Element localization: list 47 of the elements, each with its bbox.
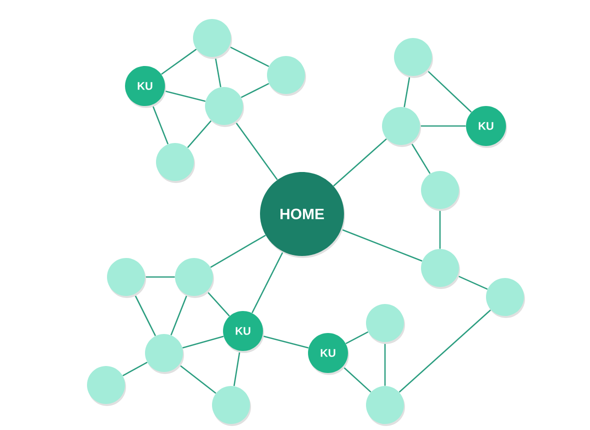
connector-line (178, 364, 216, 394)
connector-line (152, 104, 169, 144)
connector-line (187, 120, 212, 148)
connector-line (182, 336, 224, 348)
node-circle (193, 19, 231, 57)
node-circle (156, 143, 194, 181)
node-circle (87, 366, 125, 404)
node-circle (107, 258, 145, 296)
connector-line (439, 209, 441, 249)
connector-line (228, 46, 270, 67)
node-circle (421, 171, 459, 209)
connector-line (234, 121, 278, 180)
connector-line (426, 70, 472, 113)
connector-line (333, 138, 388, 186)
connector-line (233, 350, 240, 386)
node-circle (394, 38, 432, 76)
connector-line (134, 294, 156, 336)
node-circle (267, 56, 305, 94)
connector-line (398, 309, 492, 393)
connector-line (206, 290, 230, 316)
connector-line (404, 76, 410, 108)
node-circle (366, 386, 404, 424)
connector-line (122, 362, 148, 376)
node-circle (205, 87, 243, 125)
connector-line (346, 331, 368, 344)
connector-line (457, 275, 488, 290)
connector-line (262, 335, 309, 349)
connector-line (210, 234, 266, 268)
connector-line (420, 125, 466, 127)
node-circle (175, 258, 213, 296)
connector-line (342, 366, 372, 393)
node-circle (382, 107, 420, 145)
connector-line (145, 276, 175, 278)
node-circle (212, 386, 250, 424)
connector-line (341, 228, 422, 262)
node-circle (366, 304, 404, 342)
node-circle (145, 334, 183, 372)
connector-line (384, 342, 386, 386)
connector-line (161, 48, 197, 75)
connector-line (240, 83, 270, 98)
node-circle (486, 278, 524, 316)
connector-line (170, 294, 188, 336)
connector-line (214, 56, 222, 88)
connector-line (410, 142, 431, 174)
node-circle (421, 249, 459, 287)
connector-line (252, 251, 284, 314)
connector-line (164, 90, 206, 102)
